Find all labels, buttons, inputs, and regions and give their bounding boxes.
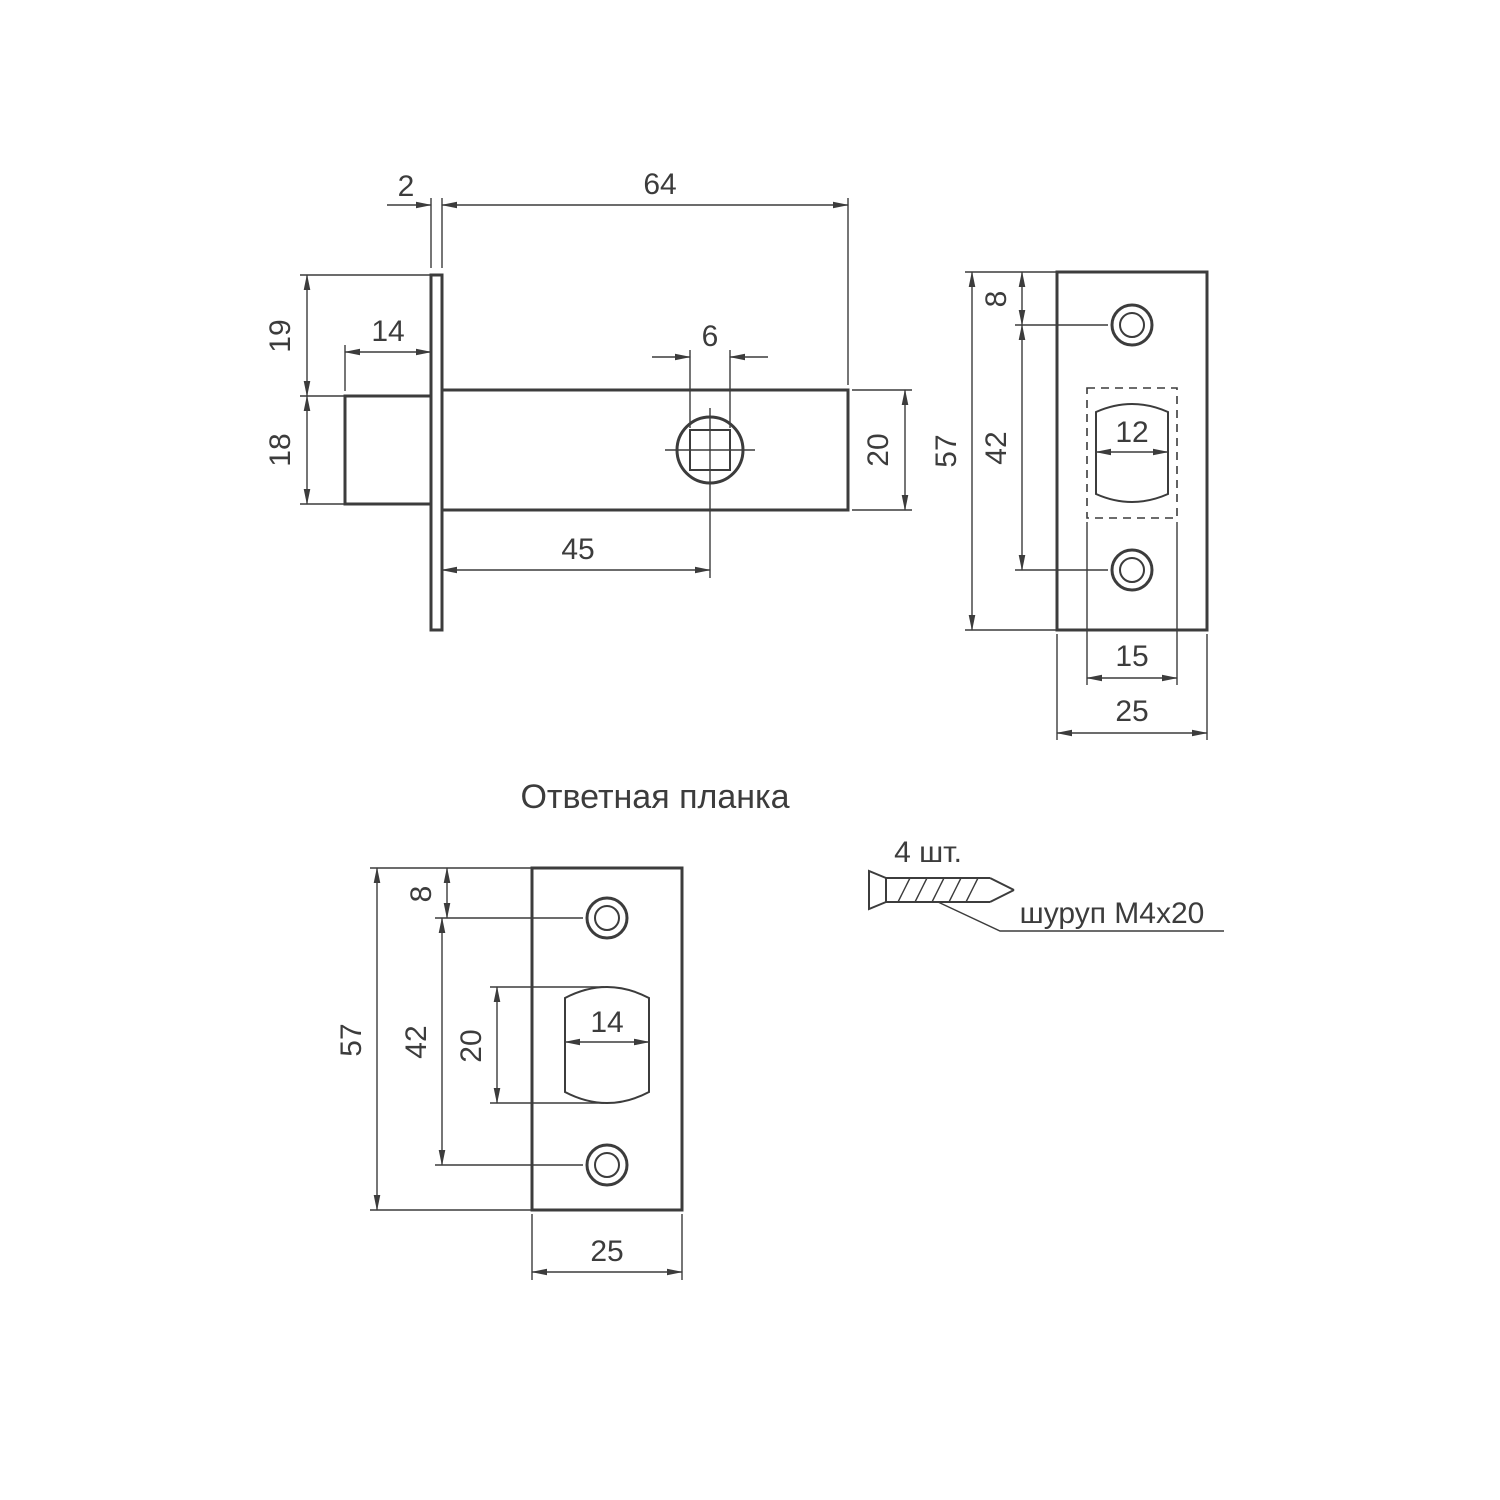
dim-label-fp-width: 25 xyxy=(1115,695,1148,728)
faceplate-outline xyxy=(1055,270,1209,632)
faceplate-front-view: 8 57 42 12 15 25 xyxy=(930,270,1209,740)
dim-label-thickness: 2 xyxy=(398,170,415,203)
dim-label-sp-height: 57 xyxy=(335,1023,368,1056)
dim-label-sp-hole-spacing: 42 xyxy=(400,1025,433,1058)
dim-label-fp-cutout-zone: 15 xyxy=(1115,640,1148,673)
faceplate-cutout-zone xyxy=(1086,387,1178,519)
faceplate-screw-hole-bottom xyxy=(1110,548,1154,592)
dim-label-fp-height: 57 xyxy=(930,434,963,467)
screw-thread-lines xyxy=(897,877,979,903)
faceplate-extension-lines xyxy=(965,271,1208,740)
latch-extension-lines xyxy=(300,198,912,511)
strike-dimension-lines xyxy=(373,867,683,1276)
latch-bolt xyxy=(343,394,433,506)
faceplate-dimension-lines xyxy=(968,271,1208,737)
strike-screw-hole-top xyxy=(585,896,629,940)
dim-label-length: 64 xyxy=(643,168,676,201)
strike-screw-hole-bottom-inner xyxy=(594,1152,620,1178)
strike-plate-title: Ответная планка xyxy=(520,778,789,816)
faceplate-screw-hole-top-inner xyxy=(1119,312,1145,338)
latch-side-view: 2 64 19 18 14 6 20 45 xyxy=(264,168,912,632)
faceplate-screw-hole-top xyxy=(1110,303,1154,347)
latch-dimension-lines xyxy=(303,201,909,574)
dim-label-top-offset: 19 xyxy=(264,319,297,352)
strike-screw-hole-top-inner xyxy=(594,905,620,931)
latch-body xyxy=(440,388,850,512)
screw-detail: 4 шт. шуруп М4х20 xyxy=(868,836,1224,932)
dim-label-fp-hole-offset: 8 xyxy=(980,291,1013,308)
dim-label-sp-cutout-width: 14 xyxy=(590,1006,623,1039)
screw-quantity-label: 4 шт. xyxy=(894,836,962,869)
dim-label-bolt-length: 14 xyxy=(371,315,404,348)
dim-label-body-height: 20 xyxy=(862,433,895,466)
dim-label-square: 6 xyxy=(702,320,719,353)
screw-leader-line xyxy=(937,901,1224,932)
dim-label-fp-cutout-width: 12 xyxy=(1115,416,1148,449)
latch-centerlines xyxy=(665,408,755,578)
faceplate-screw-hole-bottom-inner xyxy=(1119,557,1145,583)
strike-screw-hole-bottom xyxy=(585,1143,629,1187)
faceplate-latch-cutout xyxy=(1095,403,1169,503)
dim-label-sp-cutout-height: 20 xyxy=(455,1029,488,1062)
dim-label-fp-hole-spacing: 42 xyxy=(980,431,1013,464)
dim-label-backset: 45 xyxy=(561,533,594,566)
strike-plate-outline xyxy=(530,866,684,1212)
dim-label-sp-hole-offset: 8 xyxy=(405,886,438,903)
dim-label-sp-width: 25 xyxy=(590,1235,623,1268)
screw-type-label: шуруп М4х20 xyxy=(1020,897,1205,930)
dim-label-bolt-height: 18 xyxy=(264,433,297,466)
strike-extension-lines xyxy=(370,867,683,1280)
strike-latch-cutout xyxy=(564,986,650,1104)
faceplate-edge xyxy=(429,273,444,632)
strike-plate-view: Ответная планка 8 57 42 xyxy=(335,778,790,1280)
